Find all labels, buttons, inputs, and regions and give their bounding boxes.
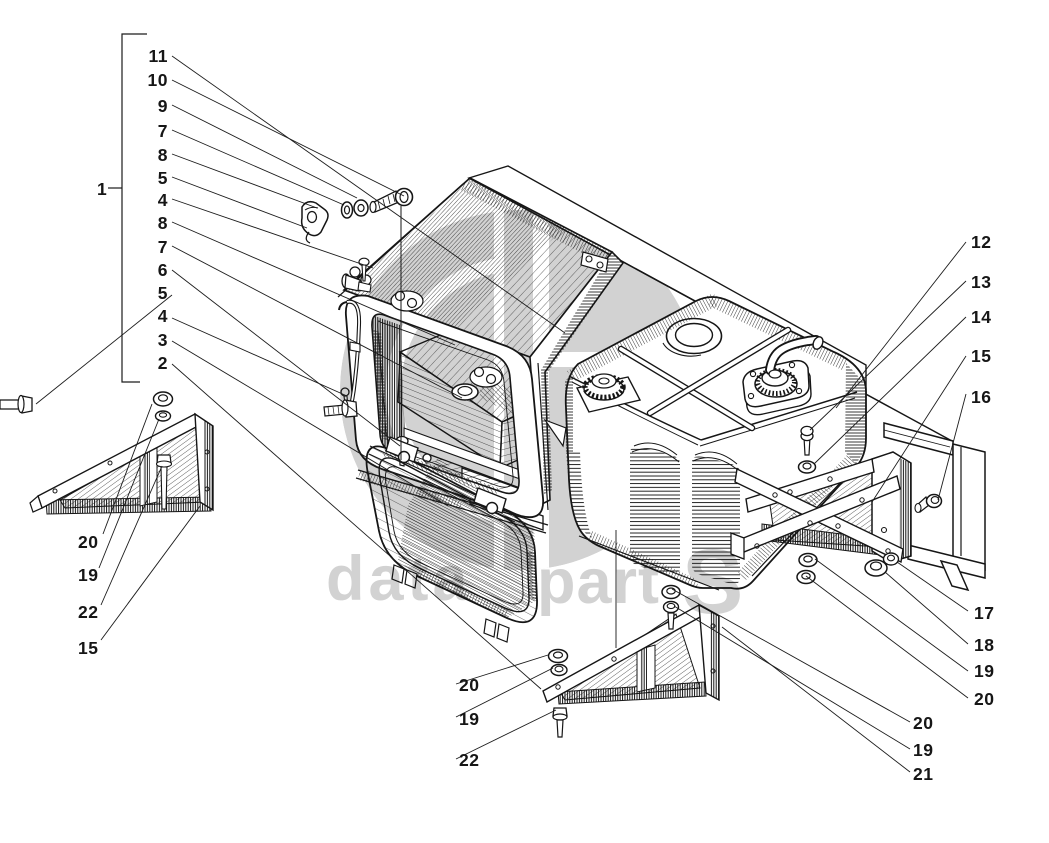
svg-text:7: 7: [158, 237, 168, 257]
svg-text:S: S: [682, 531, 743, 633]
svg-text:18: 18: [974, 635, 994, 655]
svg-text:20: 20: [974, 689, 994, 709]
svg-text:17: 17: [974, 603, 994, 623]
svg-text:5: 5: [158, 168, 168, 188]
svg-text:part: part: [537, 547, 660, 617]
svg-text:20: 20: [459, 675, 479, 695]
svg-text:data: data: [326, 544, 472, 614]
svg-text:4: 4: [158, 190, 168, 210]
svg-text:6: 6: [158, 260, 168, 280]
svg-text:19: 19: [913, 740, 933, 760]
svg-text:22: 22: [459, 750, 479, 770]
svg-text:11: 11: [149, 46, 169, 66]
svg-text:20: 20: [913, 713, 933, 733]
svg-text:8: 8: [158, 213, 168, 233]
svg-text:15: 15: [971, 346, 991, 366]
svg-text:16: 16: [971, 387, 991, 407]
svg-text:19: 19: [459, 709, 479, 729]
svg-text:2: 2: [158, 353, 168, 373]
svg-text:10: 10: [148, 70, 168, 90]
svg-text:4: 4: [158, 306, 168, 326]
svg-text:12: 12: [971, 232, 991, 252]
svg-text:9: 9: [158, 96, 168, 116]
svg-text:8: 8: [158, 145, 168, 165]
svg-text:14: 14: [971, 307, 991, 327]
svg-text:3: 3: [158, 330, 168, 350]
svg-text:5: 5: [158, 283, 168, 303]
svg-text:19: 19: [974, 661, 994, 681]
svg-text:19: 19: [78, 565, 98, 585]
svg-text:13: 13: [971, 272, 991, 292]
svg-text:1: 1: [97, 179, 107, 199]
svg-text:15: 15: [78, 638, 98, 658]
svg-text:22: 22: [78, 602, 98, 622]
svg-text:7: 7: [158, 121, 168, 141]
svg-text:20: 20: [78, 532, 98, 552]
svg-text:21: 21: [913, 764, 933, 784]
